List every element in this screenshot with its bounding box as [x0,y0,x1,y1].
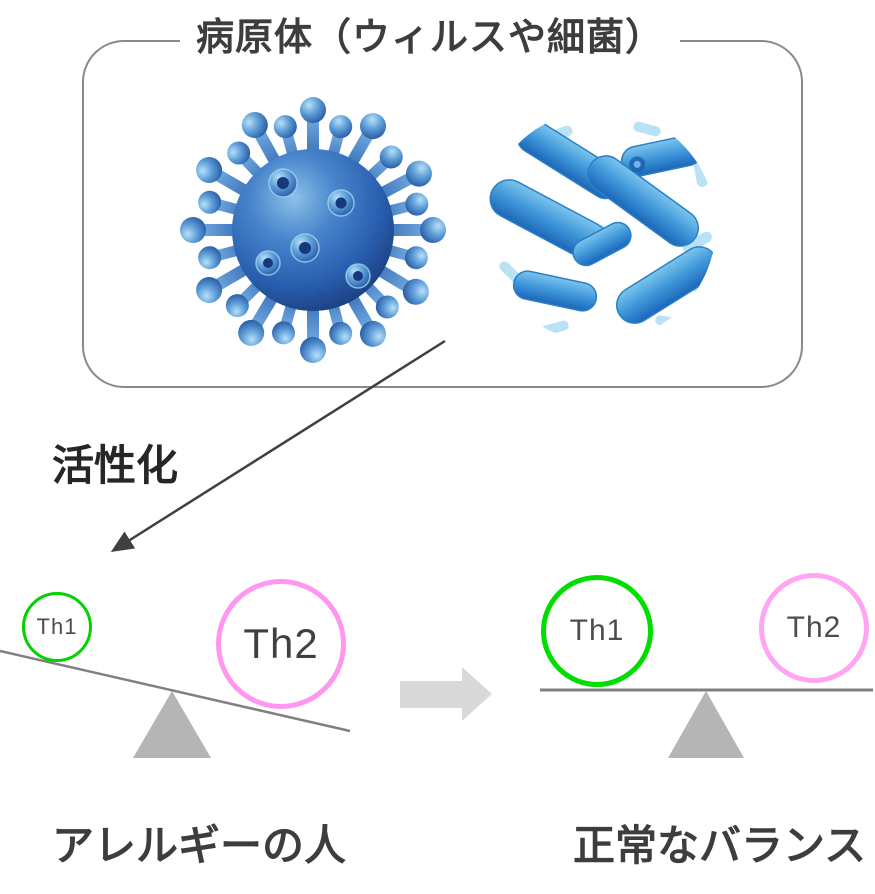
bacteria-illustration [484,110,716,342]
bacteria-icon [483,109,717,343]
allergy-caption: アレルギーの人 [52,822,347,869]
normal-seesaw-fulcrum [668,691,744,758]
allergy-seesaw-fulcrum [133,691,211,758]
th2-circle-allergy: Th2 [216,579,346,709]
th1-circle-allergy: Th1 [22,592,92,662]
th1-circle-normal: Th1 [541,575,653,687]
virus-surface-bumps [255,168,371,289]
allergy-seesaw-beam [0,649,351,733]
activation-label: 活性化 [52,442,179,489]
virus-illustration [180,97,446,363]
transition-arrow-icon [400,667,492,721]
th2-circle-normal: Th2 [759,573,869,683]
normal-caption: 正常なバランス [573,822,867,869]
virus-icon [178,95,448,365]
activation-arrow [110,339,446,553]
pathogen-box-title: 病原体（ウィルスや細菌） [179,11,681,65]
